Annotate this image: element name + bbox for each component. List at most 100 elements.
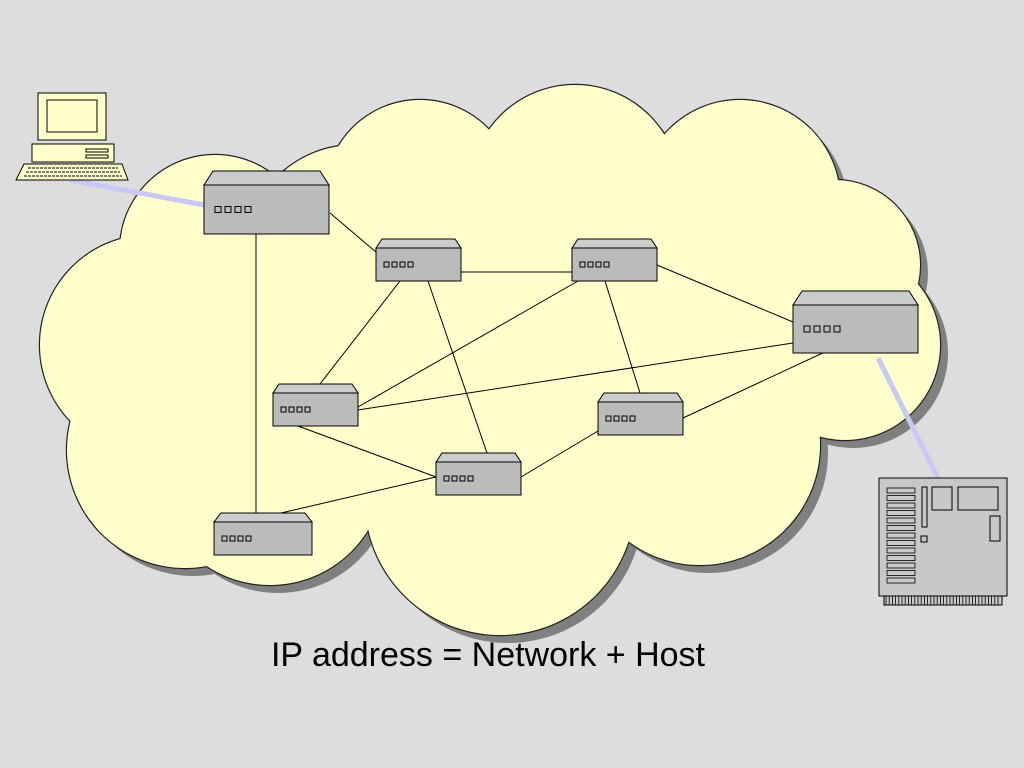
link-router-4-router-7 (682, 350, 828, 419)
vent-slot (886, 577, 916, 584)
link-router-3-router-4 (656, 264, 794, 323)
link-router-6-router-7 (520, 430, 599, 478)
router-icon (571, 238, 658, 282)
link-server-router-4 (875, 356, 941, 480)
desktop-computer-icon (15, 92, 129, 181)
router-port (383, 261, 390, 268)
router-port (237, 535, 244, 542)
router-port (803, 325, 811, 333)
router-icon (212, 512, 314, 556)
router-port (605, 415, 612, 422)
router-port (459, 475, 466, 482)
link-router-6-router-8 (280, 476, 437, 514)
vent-slot (886, 517, 916, 524)
vent-slot (886, 547, 916, 554)
router-top (597, 392, 684, 403)
diagram-caption: IP address = Network + Host (270, 636, 705, 674)
router-port (603, 261, 610, 268)
router-top (375, 238, 462, 249)
router-port (280, 406, 287, 413)
link-router-4-router-5 (357, 342, 794, 411)
router-port (214, 206, 222, 213)
router-top (435, 452, 522, 463)
router-port (579, 261, 586, 268)
router-port (234, 206, 242, 213)
router-port (399, 261, 406, 268)
router-body (272, 392, 359, 427)
drive-bay (957, 486, 999, 511)
router-port (443, 475, 450, 482)
vent-slot (886, 562, 916, 569)
router-body (213, 521, 313, 556)
vent-slot (886, 510, 916, 516)
router-top (272, 383, 359, 394)
router-icon (792, 290, 919, 354)
router-port (833, 325, 841, 333)
router-port (407, 261, 414, 268)
router-port (296, 406, 303, 413)
router-body (375, 247, 462, 282)
router-port (813, 325, 821, 333)
vent-slot (886, 525, 916, 531)
vent-slot (886, 555, 916, 561)
router-port (244, 206, 252, 213)
router-port (451, 475, 458, 482)
link-host-computer-router-1 (69, 177, 205, 208)
drive-slot (85, 148, 109, 153)
network-cloud (38, 83, 948, 643)
monitor-screen (46, 99, 98, 133)
router-port (595, 261, 602, 268)
router-top (212, 512, 314, 523)
vent-slot (886, 487, 916, 494)
vent-slot (886, 540, 916, 546)
vent-slot (886, 502, 916, 509)
vent-slot (886, 532, 916, 539)
router-top (792, 290, 919, 306)
link-router-1-router-2 (329, 212, 377, 253)
router-body (203, 184, 330, 235)
link-router-2-router-5 (319, 280, 401, 385)
router-top (203, 170, 330, 186)
router-icon (375, 238, 462, 282)
router-port (823, 325, 831, 333)
router-port (391, 261, 398, 268)
server-base (883, 595, 1003, 606)
link-router-5-router-6 (297, 425, 437, 478)
router-icon (597, 392, 684, 436)
router-top (571, 238, 658, 249)
router-body (597, 401, 684, 436)
router-port (288, 406, 295, 413)
drive-slot (85, 154, 109, 159)
router-port (629, 415, 636, 422)
panel (989, 515, 1001, 542)
power-led (920, 535, 928, 543)
server-tower-icon (878, 477, 1008, 606)
router-port (229, 535, 236, 542)
router-port (621, 415, 628, 422)
router-port (245, 535, 252, 542)
system-unit (31, 143, 115, 163)
drive-bay (931, 486, 953, 511)
router-icon (435, 452, 522, 496)
cloud-body (40, 85, 940, 635)
link-router-3-router-5 (357, 280, 579, 408)
router-port (221, 535, 228, 542)
router-port (613, 415, 620, 422)
node-layer (15, 92, 1008, 606)
link-router-3-router-7 (604, 280, 641, 394)
router-body (435, 461, 522, 496)
router-port (467, 475, 474, 482)
link-layer (69, 177, 941, 514)
router-body (792, 304, 919, 354)
vent-slot (886, 495, 916, 501)
router-icon (272, 383, 359, 427)
drive-bay (921, 486, 928, 528)
router-port (587, 261, 594, 268)
router-port (304, 406, 311, 413)
router-icon (203, 170, 330, 235)
router-body (571, 247, 658, 282)
link-router-2-router-6 (427, 280, 488, 454)
router-port (224, 206, 232, 213)
vent-slot (886, 570, 916, 576)
